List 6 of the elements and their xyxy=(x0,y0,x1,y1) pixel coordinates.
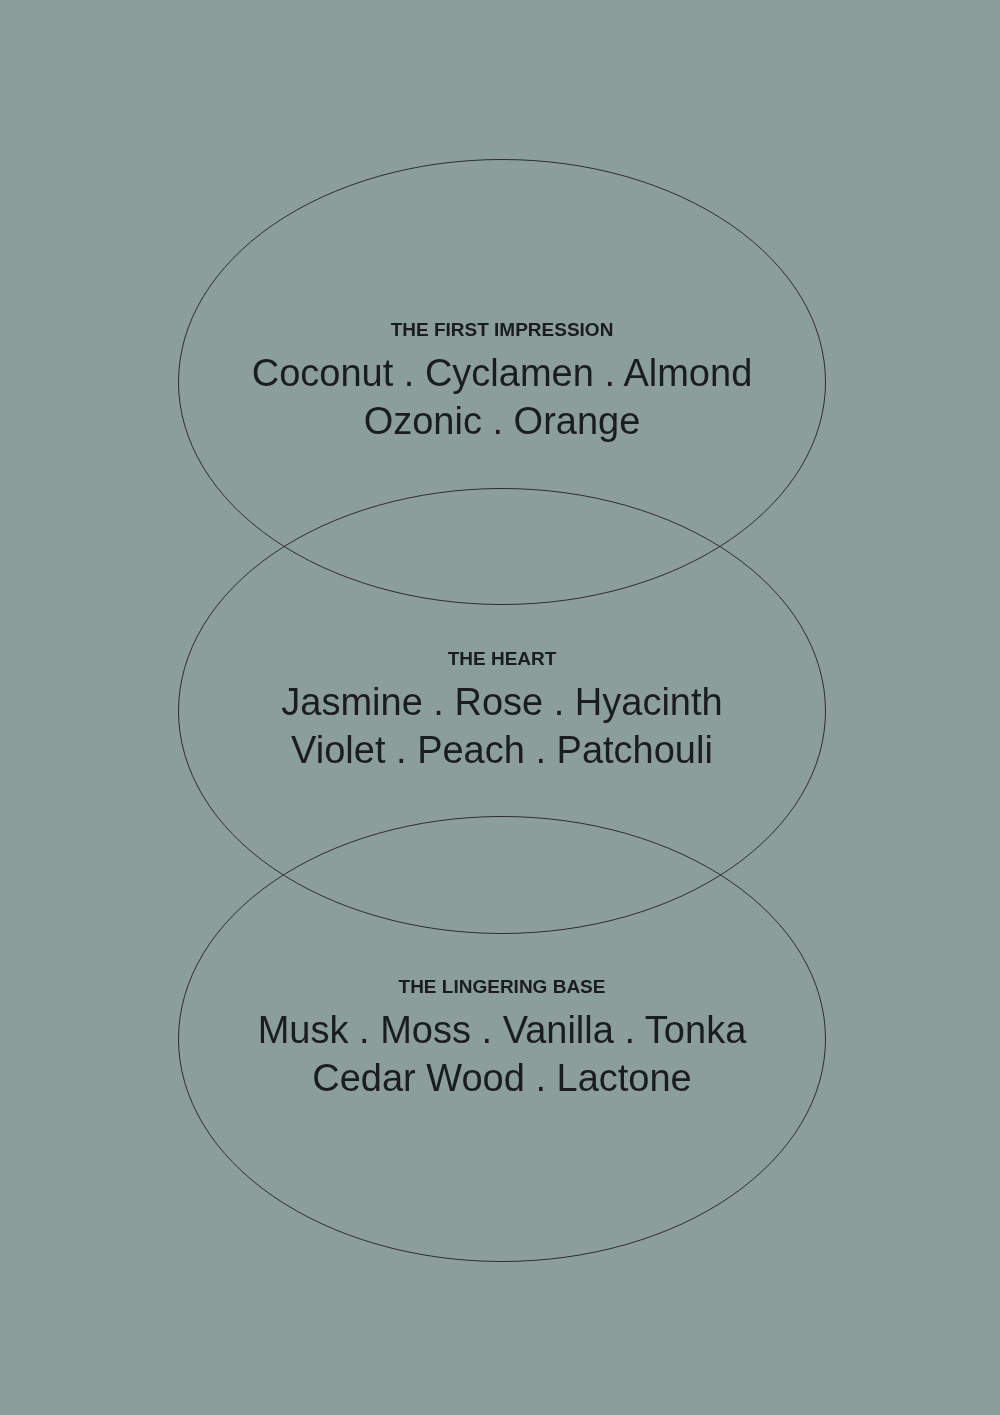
note-list: Musk . Moss . Vanilla . Tonka Cedar Wood . Lactone xyxy=(217,1006,787,1102)
section-heading: THE FIRST IMPRESSION xyxy=(390,319,614,341)
section-heading: THE HEART xyxy=(447,648,557,670)
note-list: Jasmine . Rose . Hyacinth Violet . Peach . Patchouli xyxy=(237,678,767,774)
note-list: Coconut . Cyclamen . Almond Ozonic . Orange xyxy=(217,349,787,445)
section-heading: THE LINGERING BASE xyxy=(398,976,606,998)
